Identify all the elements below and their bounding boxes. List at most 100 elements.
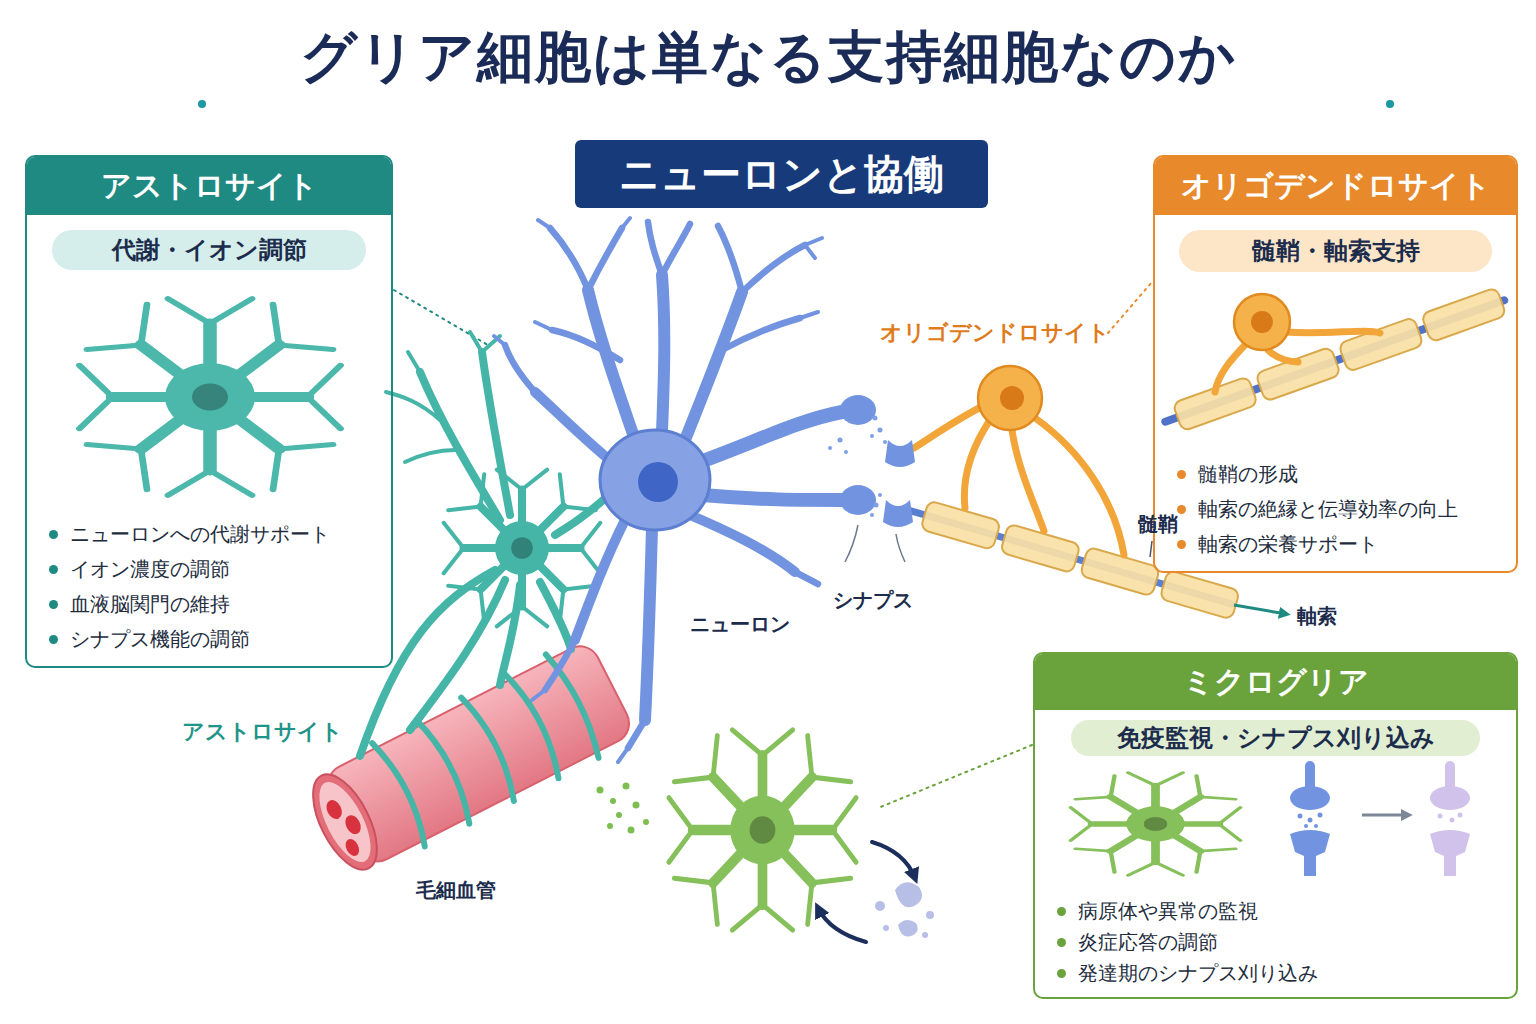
- info-panel: オリゴデンドロサイト髄鞘・軸索支持髄鞘の形成軸索の絶縁と伝導効率の向上軸索の栄養…: [1153, 155, 1518, 573]
- bullet-text: ニューロンへの代謝サポート: [70, 521, 330, 548]
- part-label: シナプス: [833, 588, 913, 612]
- subtitle-text: 免疫監視・シナプス刈り込み: [1117, 722, 1435, 754]
- bullet-item: 血液脳関門の維持: [27, 587, 391, 622]
- astrocyte-body: [444, 470, 601, 627]
- microglia-signal: [597, 783, 650, 834]
- myelin-leader: [1150, 541, 1152, 557]
- myelinated-axon-icon: [1160, 286, 1509, 436]
- bullet-dot: [1057, 907, 1066, 916]
- astrocyte-process: [386, 332, 500, 462]
- bullet-item: 軸索の栄養サポート: [1155, 527, 1516, 562]
- neuron: [494, 218, 842, 762]
- part-label: オリゴデンドロサイト: [880, 320, 1110, 346]
- myelin-segments: [920, 500, 1240, 619]
- leader-line: [878, 745, 1032, 808]
- dendrite: [535, 392, 795, 640]
- nucleus: [1251, 311, 1273, 333]
- subtitle-text: 髄鞘・軸索支持: [1252, 235, 1420, 267]
- bullet-text: 軸索の栄養サポート: [1198, 531, 1378, 558]
- synapse-icon: [1290, 766, 1330, 876]
- page-title: グリア細胞は単なる支持細胞なのか: [0, 20, 1536, 96]
- bullet-text: 髄鞘の形成: [1198, 461, 1298, 488]
- transmitter-dots: [828, 416, 887, 518]
- subtitle-pill: 髄鞘・軸索支持: [1179, 230, 1492, 272]
- presynaptic-bulb: [1290, 786, 1330, 810]
- bullet-text: 血液脳関門の維持: [70, 591, 230, 618]
- info-panel: ミクログリア免疫監視・シナプス刈り込み病原体や異常の監視炎症応答の調節発達期のシ…: [1033, 652, 1518, 999]
- bullet-item: 病原体や異常の監視: [1035, 896, 1516, 927]
- vessel-opening: [300, 765, 390, 879]
- bullet-item: ニューロンへの代謝サポート: [27, 517, 391, 552]
- bullet-dot: [49, 530, 58, 539]
- panel-title: オリゴデンドロサイト: [1181, 166, 1491, 207]
- bullet-item: 炎症応答の調節: [1035, 927, 1516, 958]
- bullet-dot: [1177, 540, 1186, 549]
- bullet-text: 軸索の絶縁と伝導効率の向上: [1198, 496, 1458, 523]
- subtitle-text: 代謝・イオン調節: [112, 234, 307, 266]
- subtitle-pill: 免疫監視・シナプス刈り込み: [1071, 720, 1480, 756]
- rule-end-dot: [1386, 100, 1394, 108]
- synapse-bracket: [845, 525, 905, 562]
- postsynaptic-cup: [885, 440, 915, 467]
- bullet-dot: [49, 635, 58, 644]
- bullet-text: 病原体や異常の監視: [1078, 898, 1258, 925]
- bullet-dot: [49, 600, 58, 609]
- myelin-segment: [1421, 287, 1506, 342]
- microglia: [669, 730, 856, 930]
- panel-header: ミクログリア: [1035, 654, 1516, 710]
- red-blood-cells: [323, 793, 372, 858]
- bullet-item: 発達期のシナプス刈り込み: [1035, 958, 1516, 989]
- bullet-item: イオン濃度の調節: [27, 552, 391, 587]
- nucleus: [1000, 386, 1024, 410]
- axon-terminal: [700, 412, 842, 500]
- postsynaptic: [1290, 830, 1330, 876]
- astrocyte-icon: [80, 299, 341, 496]
- debris: [875, 882, 934, 938]
- cycle-arrow: [872, 842, 915, 878]
- title-rule: [204, 103, 1388, 106]
- myelin-segment: [1338, 317, 1423, 372]
- bullet-dot: [1057, 969, 1066, 978]
- bullet-item: 髄鞘の形成: [1155, 457, 1516, 492]
- bullet-dot: [1177, 505, 1186, 514]
- microglia-icon: [1071, 773, 1241, 876]
- part-label: 毛細血管: [416, 878, 496, 902]
- cycle-arrow: [818, 908, 866, 942]
- bullet-item: シナプス機能の調節: [27, 622, 391, 657]
- bullet-text: シナプス機能の調節: [70, 626, 250, 653]
- part-label: ニューロン: [690, 612, 790, 636]
- dendrite: [505, 222, 818, 748]
- astrocyte-endfeet: [372, 651, 605, 846]
- heading-box: ニューロンと協働: [575, 140, 988, 208]
- myelin-segments: [1172, 287, 1506, 431]
- synaptic-bulb: [840, 485, 876, 515]
- vessel-lumen: [309, 775, 381, 870]
- oligodendrocyte-body: [978, 366, 1042, 430]
- myelinated-axon: [903, 495, 1240, 619]
- capillary: [297, 634, 638, 884]
- info-panel: アストロサイト代謝・イオン調節ニューロンへの代謝サポートイオン濃度の調節血液脳関…: [25, 155, 393, 668]
- panel-header: アストロサイト: [27, 157, 391, 215]
- pruned-synapse-icon: [1430, 766, 1470, 876]
- oligodendrocyte-body: [1234, 294, 1290, 350]
- panel-title: アストロサイト: [101, 166, 318, 207]
- bullet-text: 炎症応答の調節: [1078, 929, 1218, 956]
- part-label: 髄鞘: [1138, 512, 1178, 536]
- postsynaptic-cup: [883, 500, 913, 527]
- neuron-body: [600, 430, 710, 530]
- bullet-item: 軸索の絶縁と伝導効率の向上: [1155, 492, 1516, 527]
- process-arrow: [1362, 814, 1408, 817]
- nucleus: [638, 462, 678, 502]
- bullet-dot: [1177, 470, 1186, 479]
- astrocyte-process: [360, 352, 610, 756]
- bullet-text: イオン濃度の調節: [70, 556, 230, 583]
- part-label: アストロサイト: [182, 719, 343, 745]
- bullet-text: 発達期のシナプス刈り込み: [1078, 960, 1318, 987]
- transmitter-dots: [1298, 813, 1323, 829]
- bullet-dot: [49, 565, 58, 574]
- axon-arrow: [1234, 605, 1286, 614]
- rule-end-dot: [198, 100, 206, 108]
- astrocyte: [360, 332, 610, 756]
- bullet-dot: [1057, 938, 1066, 947]
